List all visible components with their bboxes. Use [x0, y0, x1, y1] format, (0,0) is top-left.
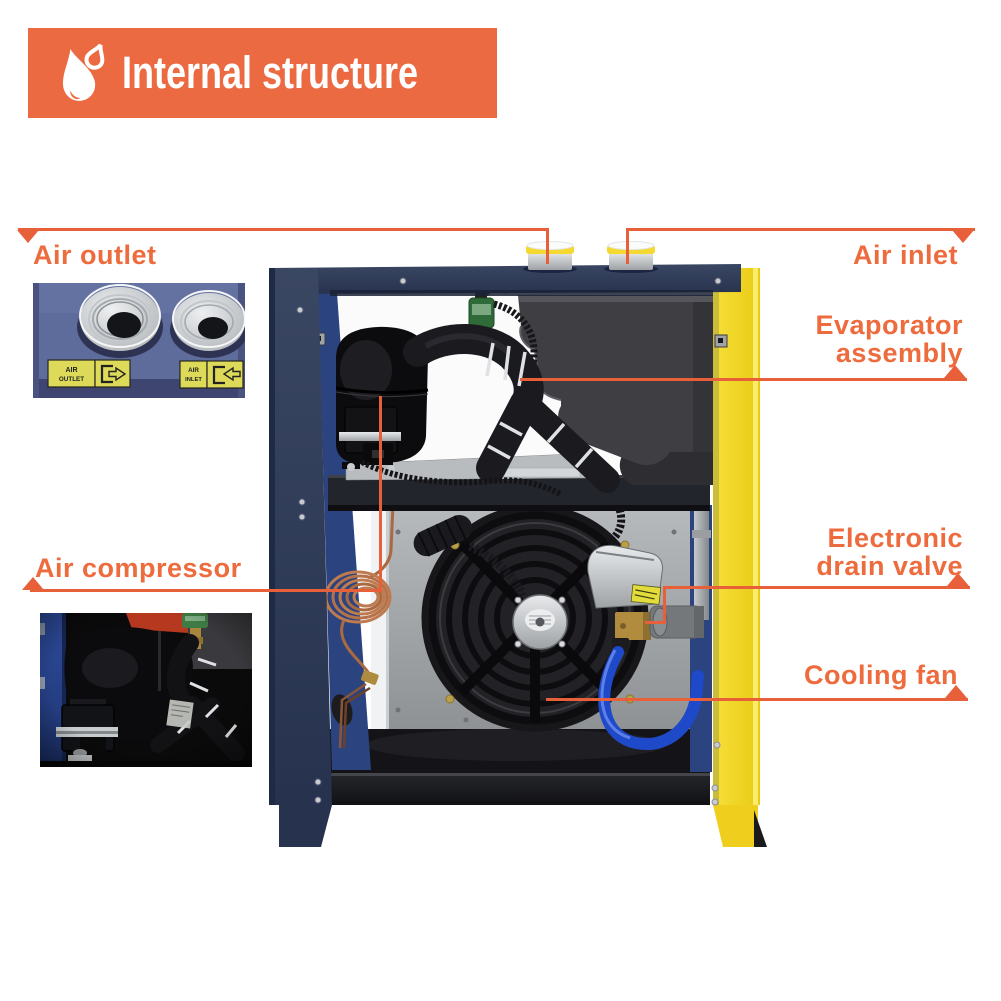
top-beam [269, 264, 741, 296]
drain-valve-callout-line [663, 586, 970, 589]
cooling-fan-callout-arrow [945, 685, 967, 698]
air-compressor-callout-line-rise [379, 396, 382, 592]
air-outlet-callout-line-drop [546, 228, 549, 264]
page-title: Internal structure [122, 47, 419, 98]
evaporator-callout-line [520, 378, 967, 381]
galvanized-pipe [692, 508, 711, 620]
svg-text:AIR: AIR [188, 367, 199, 374]
blue-drain-hose [598, 646, 704, 750]
compressor-photo [40, 613, 252, 767]
machine-base [328, 729, 710, 805]
air-compressor-label: Air compressor [35, 553, 242, 583]
evaporator-assembly-label: Evaporator assembly [815, 310, 963, 368]
insulated-pipes [360, 323, 620, 497]
svg-text:INLET: INLET [185, 377, 202, 383]
air-compressor-callout-line [30, 589, 382, 592]
air-outlet-port-photo [77, 284, 163, 358]
fan-hub [512, 594, 568, 650]
machine-photo [269, 241, 767, 847]
outlet-sticker: AIR OUTLET [47, 359, 131, 388]
left-frame-post [269, 268, 332, 847]
air-out-arrow-icon [100, 364, 127, 384]
air-inlet-label: Air inlet [852, 240, 958, 270]
air-outlet-label: Air outlet [33, 240, 157, 270]
drain-valve-sticker [630, 584, 662, 605]
svg-text:OUTLET: OUTLET [59, 376, 84, 383]
air-outlet-callout-line [18, 228, 549, 231]
air-inlet-port-photo [170, 290, 245, 358]
air-inlet-port [604, 241, 658, 273]
yellow-side-panel [711, 268, 767, 847]
cooling-fan-label: Cooling fan [804, 660, 958, 690]
air-outlet-port [523, 241, 577, 273]
air-outlet-callout-arrow [17, 230, 39, 243]
copper-coil [324, 504, 395, 749]
drain-valve-callout-line-tip [645, 621, 666, 624]
corrugated-hose [413, 503, 626, 598]
air-in-arrow-icon [212, 365, 241, 385]
air-inlet-callout-line-drop [626, 228, 629, 264]
cooling-fan-callout-line [546, 698, 968, 701]
water-drop-icon [63, 43, 105, 101]
drain-valve-label: Electronic drain valve [816, 523, 963, 581]
drain-valve-callout-line-drop [663, 586, 666, 624]
air-compressor-callout-arrow [22, 577, 44, 590]
evaporator-callout-arrow [944, 365, 966, 378]
drain-valve-callout-arrow [947, 573, 969, 586]
svg-text:AIR: AIR [65, 367, 77, 374]
air-inlet-callout-line [626, 228, 975, 231]
air-ports-photo: AIR OUTLET AIR INLET [33, 283, 245, 398]
header-banner: Internal structure [28, 28, 497, 118]
compressor [335, 326, 429, 473]
inlet-sticker: AIR INLET [179, 360, 244, 389]
air-inlet-callout-arrow [952, 230, 974, 243]
